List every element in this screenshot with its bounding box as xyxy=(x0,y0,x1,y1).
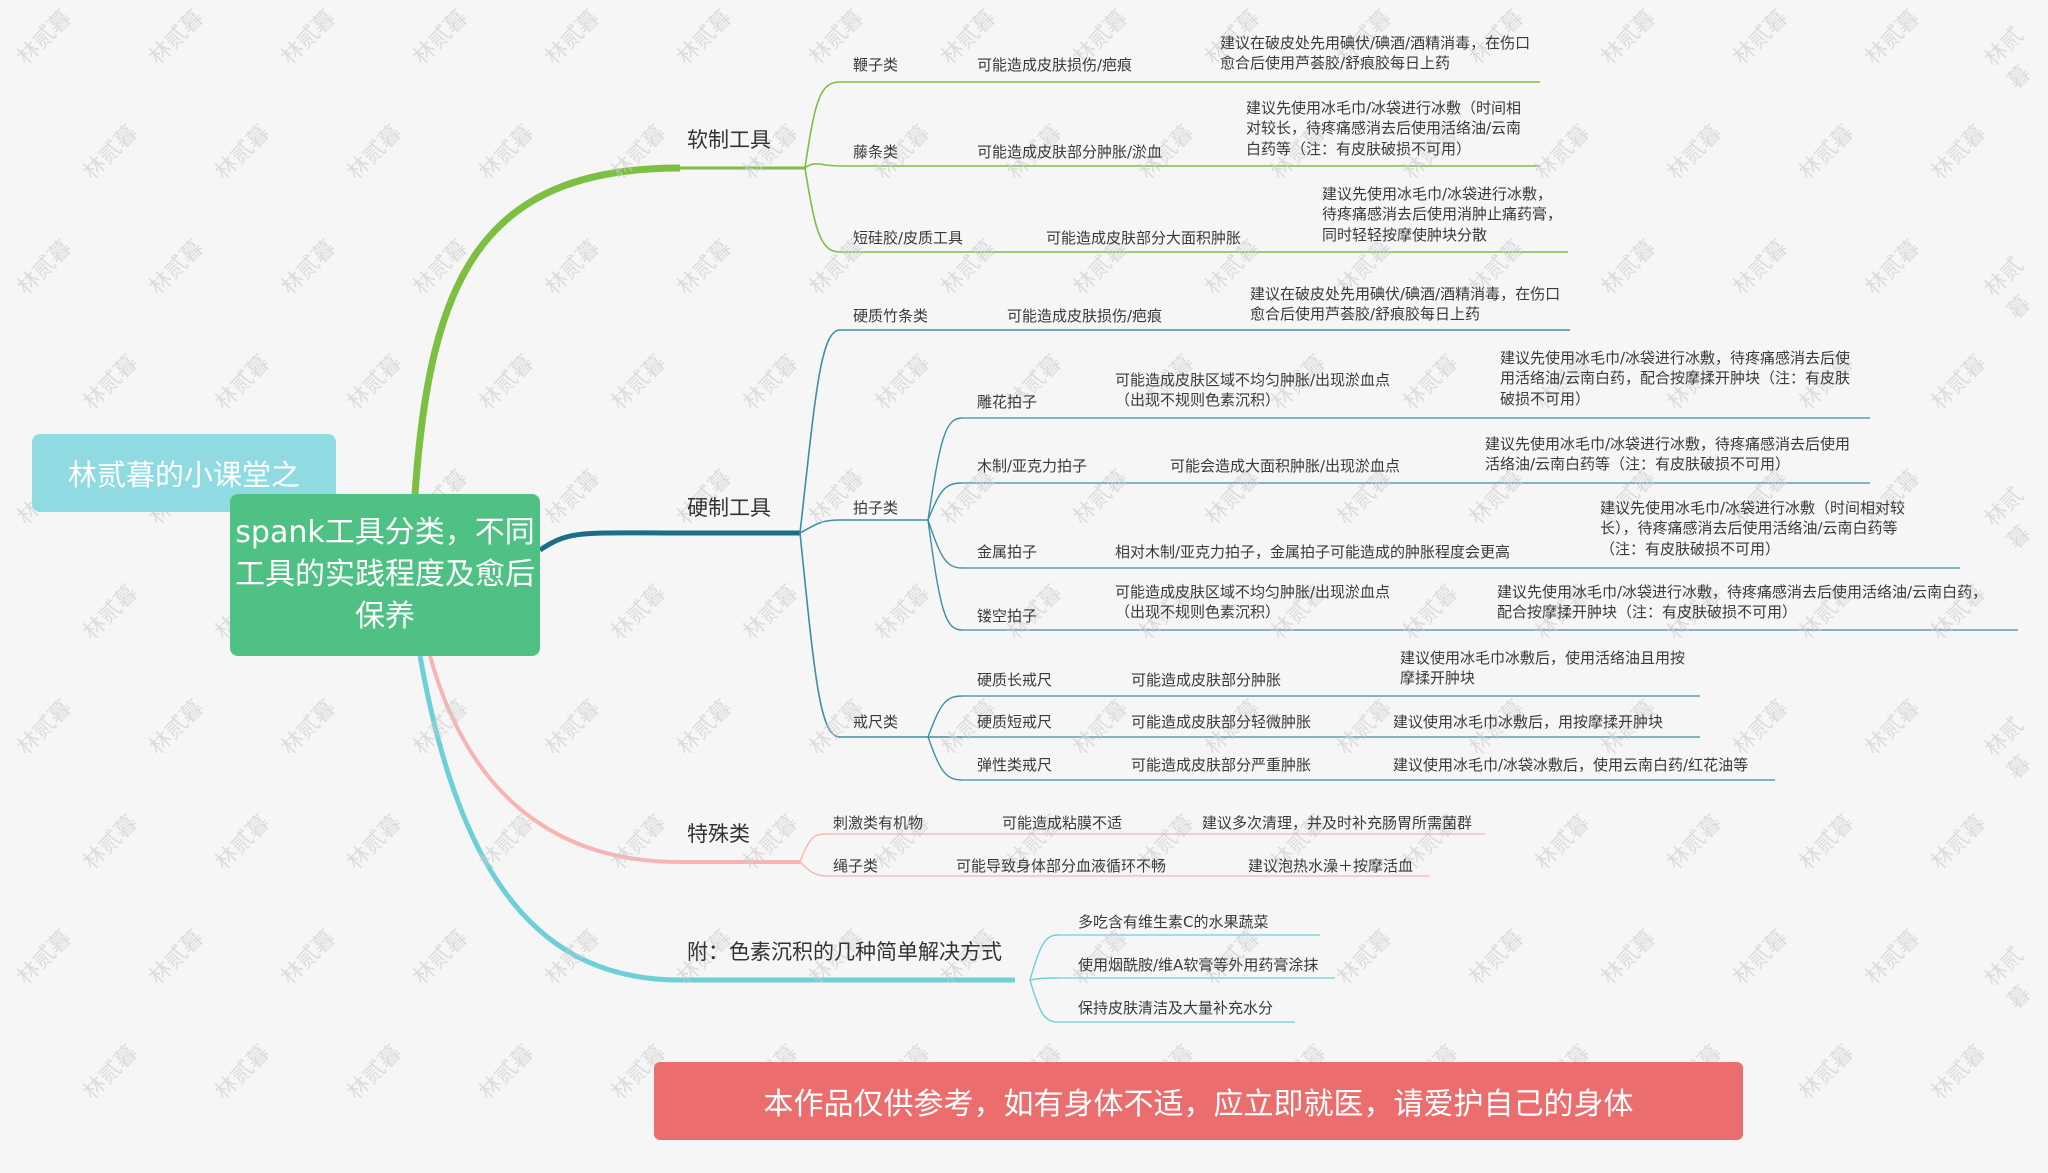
paddle-item-effect: 相对木制/亚克力拍子，金属拍子可能造成的肿胀程度会更高 xyxy=(1115,543,1511,561)
soft-item-effect: 可能造成皮肤部分肿胀/淤血 xyxy=(977,143,1163,161)
paddle-item-name[interactable]: 木制/亚克力拍子 xyxy=(977,457,1088,475)
paddle-item-name[interactable]: 镂空拍子 xyxy=(977,607,1038,625)
ruler-item-advice: 建议使用冰毛巾冰敷后，使用活络油且用按摩揉开肿块 xyxy=(1400,649,1686,688)
special-item-name[interactable]: 刺激类有机物 xyxy=(833,814,924,832)
disclaimer-banner: 本作品仅供参考，如有身体不适，应立即就医，请爱护自己的身体 xyxy=(654,1062,1743,1140)
paddle-item-effect: 可能造成皮肤区域不均匀肿胀/出现淤血点（出现不规则色素沉积） xyxy=(1115,371,1391,410)
branch-appendix[interactable]: 附：色素沉积的几种简单解决方式 xyxy=(687,940,1002,964)
paddle-item-advice: 建议先使用冰毛巾/冰袋进行冰敷（时间相对较长），待疼痛感消去后使用活络油/云南白… xyxy=(1600,499,1906,558)
special-item-advice: 建议多次清理，并及时补充肠胃所需菌群 xyxy=(1202,814,1473,832)
soft-item-name[interactable]: 藤条类 xyxy=(853,143,899,161)
hard-item-effect: 可能造成皮肤损伤/疤痕 xyxy=(1007,307,1163,325)
soft-item-advice: 建议先使用冰毛巾/冰袋进行冰敷，待疼痛感消去后使用消肿止痛药膏，同时轻轻按摩使肿… xyxy=(1322,185,1563,244)
ruler-item-name[interactable]: 硬质短戒尺 xyxy=(977,713,1053,731)
ruler-item-name[interactable]: 硬质长戒尺 xyxy=(977,671,1053,689)
paddle-item-name[interactable]: 雕花拍子 xyxy=(977,393,1038,411)
ruler-category[interactable]: 戒尺类 xyxy=(853,713,899,731)
central-topic[interactable]: spank工具分类，不同工具的实践程度及愈后保养 xyxy=(230,494,540,656)
ruler-item-effect: 可能造成皮肤部分肿胀 xyxy=(1131,671,1282,689)
appendix-item[interactable]: 多吃含有维生素C的水果蔬菜 xyxy=(1078,913,1269,931)
ruler-item-advice: 建议使用冰毛巾冰敷后，用按摩揉开肿块 xyxy=(1393,713,1664,731)
branch-special[interactable]: 特殊类 xyxy=(687,822,750,846)
appendix-item[interactable]: 使用烟酰胺/维A软膏等外用药膏涂抹 xyxy=(1078,956,1319,974)
appendix-item[interactable]: 保持皮肤清洁及大量补充水分 xyxy=(1078,999,1274,1017)
special-item-name[interactable]: 绳子类 xyxy=(833,857,879,875)
special-item-effect: 可能造成粘膜不适 xyxy=(1002,814,1123,832)
special-item-effect: 可能导致身体部分血液循环不畅 xyxy=(956,857,1167,875)
soft-item-advice: 建议在破皮处先用碘伏/碘酒/酒精消毒，在伤口愈合后使用芦荟胶/舒痕胶每日上药 xyxy=(1220,34,1531,73)
paddle-item-effect: 可能会造成大面积肿胀/出现淤血点 xyxy=(1170,457,1401,475)
hard-item-advice: 建议在破皮处先用碘伏/碘酒/酒精消毒，在伤口愈合后使用芦荟胶/舒痕胶每日上药 xyxy=(1250,285,1561,324)
ruler-item-effect: 可能造成皮肤部分轻微肿胀 xyxy=(1131,713,1312,731)
soft-item-advice: 建议先使用冰毛巾/冰袋进行冰敷（时间相对较长，待疼痛感消去后使用活络油/云南白药… xyxy=(1246,99,1522,158)
hard-item-name[interactable]: 硬质竹条类 xyxy=(853,307,929,325)
soft-item-name[interactable]: 鞭子类 xyxy=(853,56,899,74)
ruler-item-advice: 建议使用冰毛巾/冰袋冰敷后，使用云南白药/红花油等 xyxy=(1393,756,1749,774)
branch-soft-tools[interactable]: 软制工具 xyxy=(687,128,771,152)
paddle-category[interactable]: 拍子类 xyxy=(853,499,899,517)
branch-hard-tools[interactable]: 硬制工具 xyxy=(687,496,771,520)
soft-item-effect: 可能造成皮肤损伤/疤痕 xyxy=(977,56,1133,74)
ruler-item-name[interactable]: 弹性类戒尺 xyxy=(977,756,1053,774)
paddle-item-effect: 可能造成皮肤区域不均匀肿胀/出现淤血点（出现不规则色素沉积） xyxy=(1115,583,1391,622)
special-item-advice: 建议泡热水澡＋按摩活血 xyxy=(1248,857,1414,875)
ruler-item-effect: 可能造成皮肤部分严重肿胀 xyxy=(1131,756,1312,774)
paddle-item-name[interactable]: 金属拍子 xyxy=(977,543,1038,561)
soft-item-effect: 可能造成皮肤部分大面积肿胀 xyxy=(1046,229,1242,247)
soft-item-name[interactable]: 短硅胶/皮质工具 xyxy=(853,229,964,247)
paddle-item-advice: 建议先使用冰毛巾/冰袋进行冰敷，待疼痛感消去后使用活络油/云南白药，配合按摩揉开… xyxy=(1497,583,1988,622)
paddle-item-advice: 建议先使用冰毛巾/冰袋进行冰敷，待疼痛感消去后使用活络油/云南白药，配合按摩揉开… xyxy=(1500,349,1851,408)
paddle-item-advice: 建议先使用冰毛巾/冰袋进行冰敷，待疼痛感消去后使用活络油/云南白药等（注：有皮肤… xyxy=(1485,435,1851,474)
